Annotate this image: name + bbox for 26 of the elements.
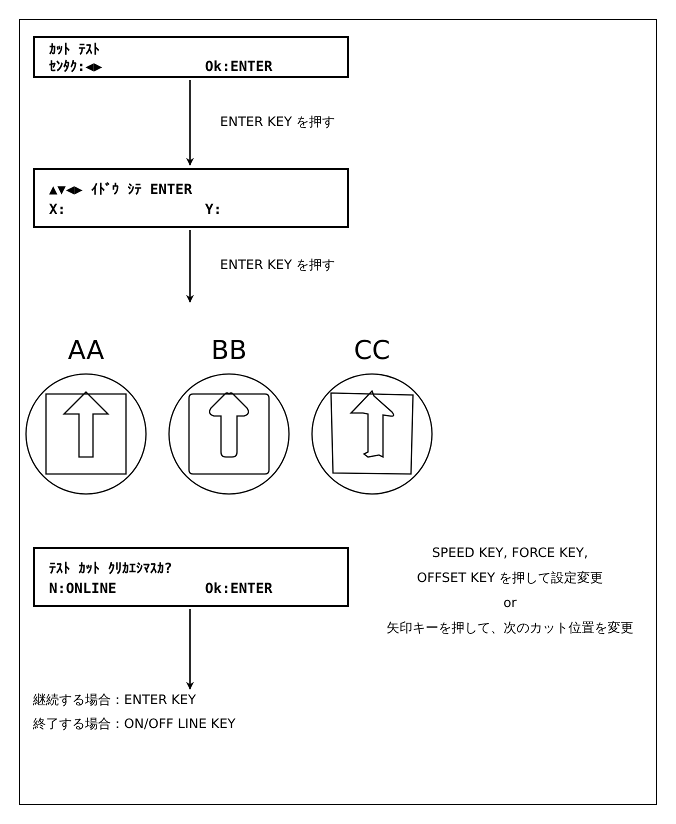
instruction-text: 終了する場合：ON/OFF LINE KEY [33, 716, 236, 734]
display-text: ｶｯﾄ ﾃｽﾄ [49, 42, 100, 58]
lcd-display [33, 547, 349, 607]
lcd-display [33, 36, 349, 78]
display-text: N:ONLINE [49, 581, 116, 597]
arrow [186, 80, 194, 166]
display-text: Ok:ENTER [205, 581, 272, 597]
display-text: ｾﾝﾀｸ:◀▶ [49, 59, 102, 75]
lcd-display [33, 168, 349, 228]
display-text: Y: [205, 202, 222, 218]
note-text: SPEED KEY, FORCE KEY, [431, 545, 589, 563]
arrow [186, 609, 194, 690]
note-text: OFFSET KEY を押して設定変更 [416, 570, 604, 588]
arrow [186, 230, 194, 303]
display-text: X: [49, 202, 66, 218]
edge-label: ENTER KEY を押す [220, 258, 336, 274]
note-text: or [502, 595, 518, 613]
display-text: ▲▼◀▶ ｲﾄﾞｳ ｼﾃ ENTER [49, 182, 192, 198]
edge-label: ENTER KEY を押す [220, 114, 336, 130]
display-text: Ok:ENTER [205, 59, 272, 75]
note-text: 矢印キーを押して、次のカット位置を変更 [386, 620, 634, 638]
pattern-label: BB [210, 336, 248, 366]
pattern-label: CC [352, 336, 392, 366]
display-text: ﾃｽﾄ ｶｯﾄ ｸﾘｶｴｼﾏｽｶ? [49, 561, 172, 577]
instruction-text: 継続する場合：ENTER KEY [33, 692, 196, 710]
pattern-label: AA [66, 336, 106, 366]
